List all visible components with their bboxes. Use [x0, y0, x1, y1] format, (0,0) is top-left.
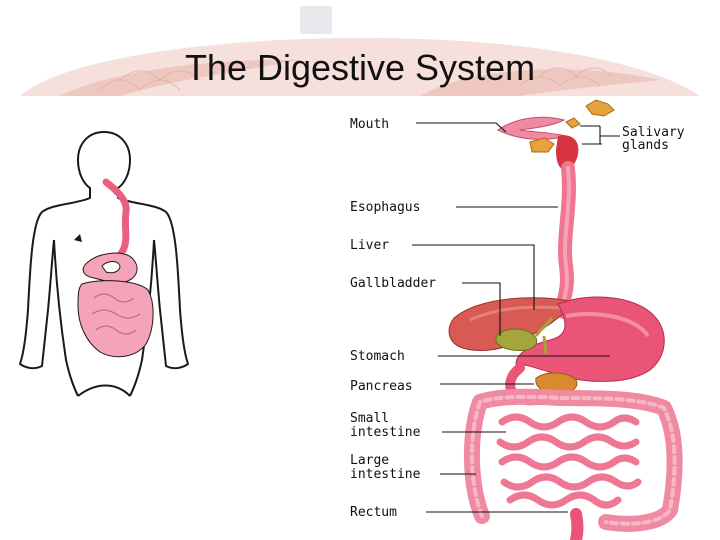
body-digestive-tract — [74, 182, 153, 357]
label-salivary-line2: glands — [622, 138, 669, 153]
mouth-organ — [498, 117, 566, 139]
gallbladder-organ — [496, 329, 537, 350]
label-stomach: Stomach — [350, 349, 405, 364]
mouth-leader — [416, 123, 506, 132]
salivary-gland-middle — [566, 118, 580, 128]
label-small-line1: Small — [350, 411, 389, 426]
slide-title: The Digestive System — [0, 46, 720, 90]
label-rectum: Rectum — [350, 505, 397, 520]
label-gallbladder: Gallbladder — [350, 276, 436, 291]
label-large-line2: intestine — [350, 467, 421, 482]
salivary-gland-lower — [530, 138, 554, 152]
body-outline-figure — [16, 130, 196, 400]
title-banner-image: The Digestive System — [0, 0, 720, 96]
rectum-organ — [576, 514, 578, 540]
label-liver: Liver — [350, 238, 389, 253]
small-intestine-organ — [500, 417, 638, 505]
label-large-line1: Large — [350, 453, 389, 468]
salivary-leader — [580, 126, 620, 144]
label-pancreas: Pancreas — [350, 379, 413, 394]
salivary-gland-upper — [586, 100, 614, 116]
label-mouth: Mouth — [350, 117, 389, 132]
digestive-anatomy-diagram: Mouth Salivary glands Esophagus Liver Ga… — [330, 96, 720, 540]
label-small-line2: intestine — [350, 425, 421, 440]
label-esophagus: Esophagus — [350, 200, 420, 215]
organ-illustration — [449, 100, 675, 540]
